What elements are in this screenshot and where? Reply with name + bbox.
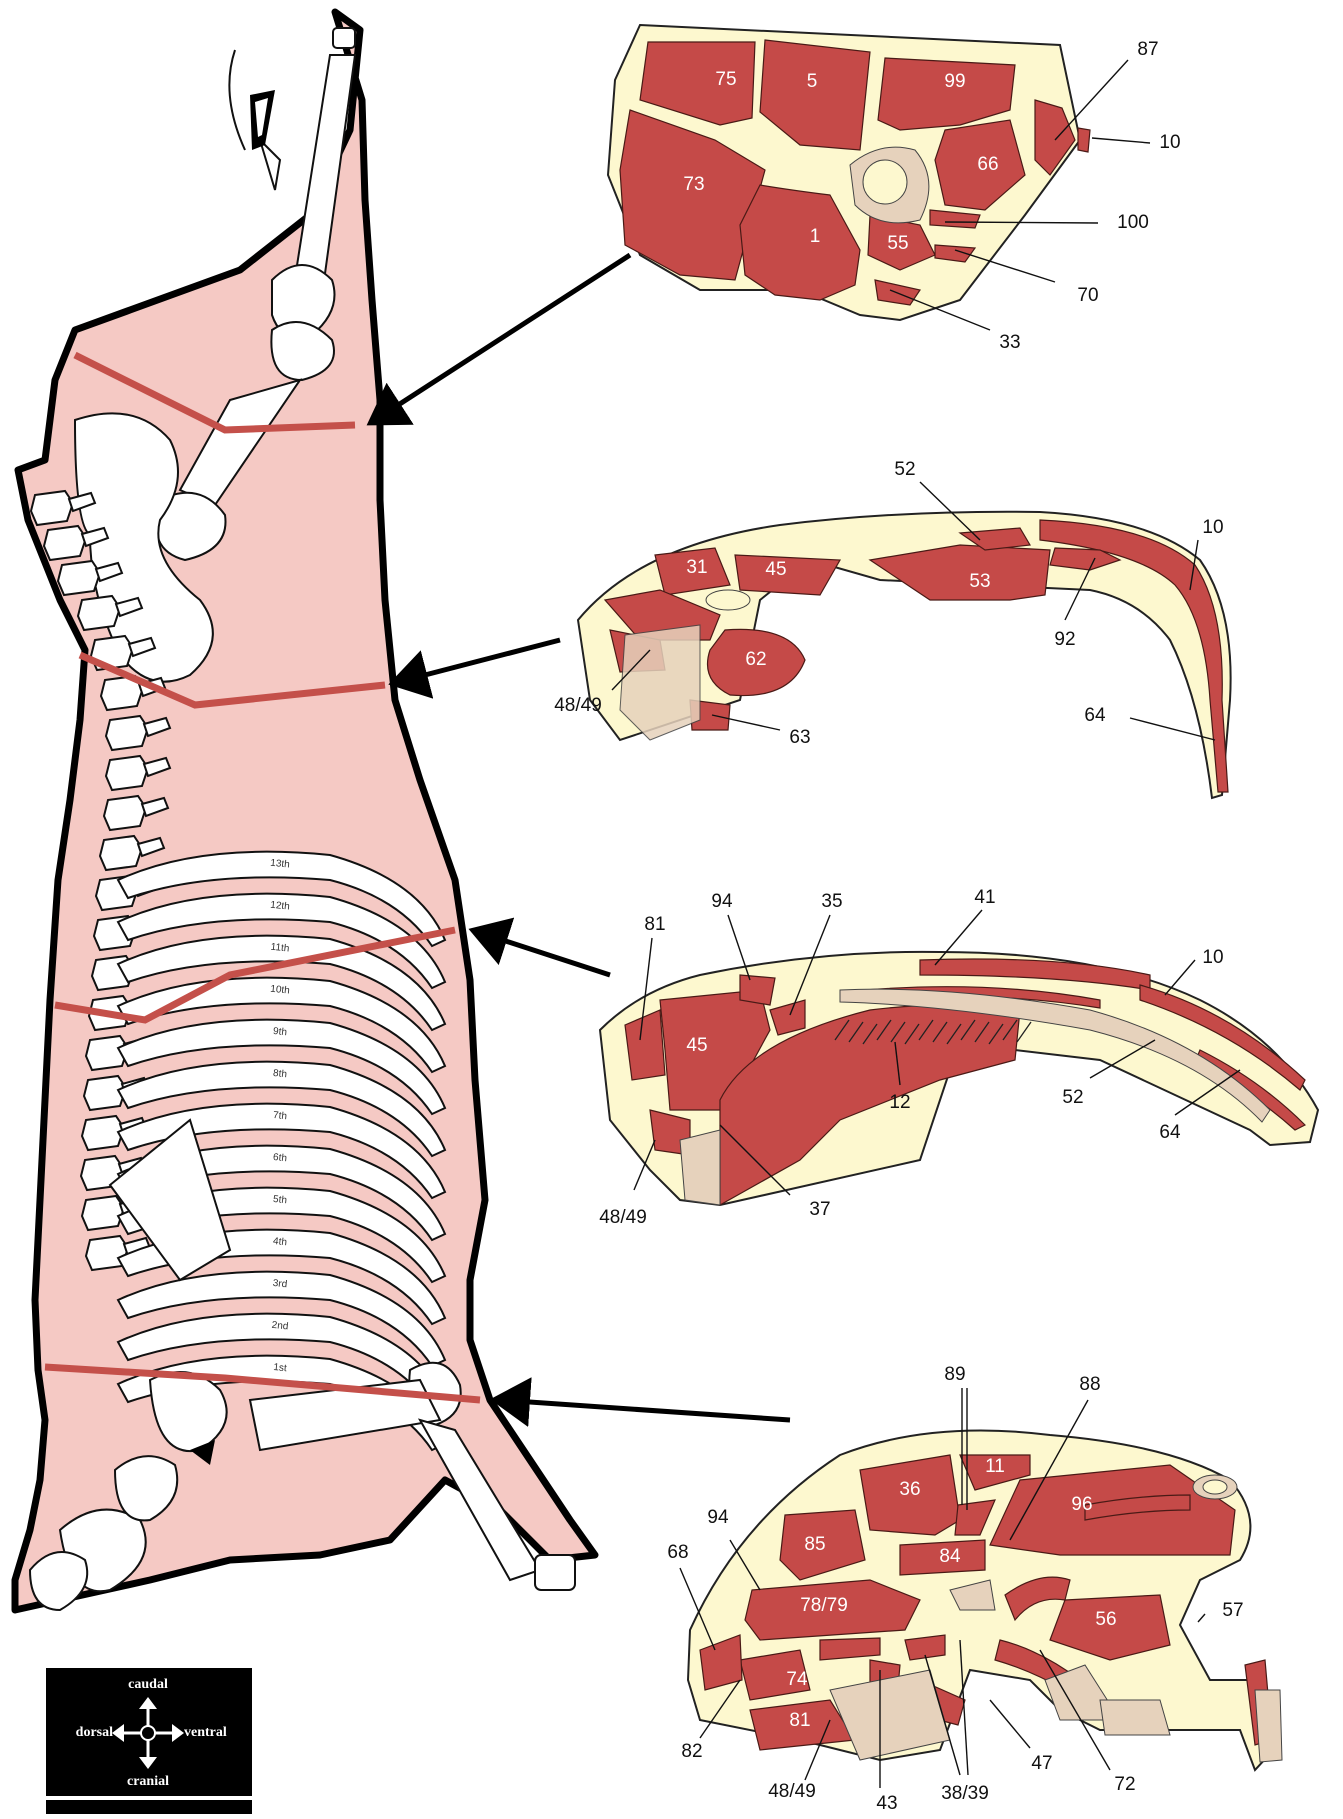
chuck-muscle-label: 84: [939, 1546, 961, 1567]
rib-callout-label: 12: [889, 1092, 910, 1113]
round-muscle-label: 66: [977, 154, 998, 175]
loin-muscle-label: 31: [686, 557, 707, 578]
chuck-callout-label: 82: [681, 1741, 702, 1762]
chuck-callout-label: 38/39: [941, 1783, 989, 1804]
chuck-cross-section: [688, 1431, 1282, 1771]
loin-callout-label: 63: [789, 727, 810, 748]
chuck-callout-label: 72: [1114, 1774, 1135, 1795]
chuck-callout-label: 88: [1079, 1374, 1100, 1395]
loin-callout-label: 64: [1084, 705, 1106, 726]
vertebra: [104, 796, 146, 830]
chuck-callout-label: 68: [667, 1542, 688, 1563]
legend-dorsal: dorsal: [76, 1725, 113, 1740]
chuck-muscle-label: 11: [985, 1456, 1005, 1477]
vertebra: [44, 526, 86, 560]
vertebra: [106, 756, 148, 790]
round-callout-label: 10: [1159, 132, 1180, 153]
loin-callout-label: 48/49: [554, 695, 602, 716]
round-cross-section: [608, 25, 1090, 320]
round-callout-label: 100: [1117, 212, 1149, 233]
rib-number-label: 10th: [270, 984, 291, 997]
vertebra: [58, 561, 100, 595]
chuck-callout-label: 43: [876, 1793, 897, 1814]
round-muscle-label: 73: [683, 174, 704, 195]
round-callout-label: 87: [1137, 39, 1158, 60]
chuck-callout-label: 47: [1031, 1753, 1052, 1774]
chuck-muscle-label: 78/79: [800, 1595, 848, 1616]
rib-callout-label: 10: [1202, 947, 1223, 968]
rib-number-label: 6th: [272, 1152, 287, 1164]
orientation-legend: caudal dorsal ventral cranial: [46, 1668, 252, 1814]
chuck-muscle-label: 36: [899, 1479, 920, 1500]
vertebra: [100, 836, 142, 870]
loin-muscle-label: 62: [745, 649, 766, 670]
round-muscle-label: 99: [944, 71, 965, 92]
rib-number-label: 7th: [272, 1110, 287, 1122]
round-callout-label: 70: [1077, 285, 1098, 306]
rib-callout-label: 52: [1062, 1087, 1083, 1108]
chuck-callout-label: 94: [707, 1507, 729, 1528]
rib-callout-label: 81: [644, 914, 665, 935]
rib-cross-section: [600, 952, 1318, 1205]
legend-cranial: cranial: [127, 1774, 169, 1789]
vertebra: [78, 596, 120, 630]
chuck-muscle-label: 74: [786, 1669, 808, 1690]
loin-callout-label: 10: [1202, 517, 1223, 538]
rib-number-label: 12th: [270, 900, 291, 913]
chuck-muscle-label: 85: [804, 1534, 825, 1555]
rib-number-label: 3rd: [272, 1278, 288, 1290]
rib-number-label: 5th: [272, 1194, 287, 1206]
rib-callout-label: 94: [711, 891, 733, 912]
rib-number-label: 1st: [273, 1362, 288, 1374]
loin-muscle-label: 45: [765, 559, 786, 580]
rib-number-label: 13th: [270, 858, 291, 871]
rib-muscle-label: 45: [686, 1035, 707, 1056]
rib-number-label: 9th: [272, 1026, 287, 1038]
vertebra: [82, 1196, 124, 1230]
round-callout-label: 33: [999, 332, 1020, 353]
rib-callout-label: 35: [821, 891, 842, 912]
loin-callout-label: 52: [894, 459, 915, 480]
round-muscle-label: 75: [715, 69, 736, 90]
rib-callout-label: 41: [974, 887, 995, 908]
vertebra: [31, 491, 73, 525]
legend-caudal: caudal: [128, 1677, 168, 1692]
loin-callout-label: 92: [1054, 629, 1075, 650]
arrow-to-rib: [478, 932, 610, 975]
round-muscle-label: 5: [807, 71, 818, 92]
rib-number-label: 4th: [272, 1236, 287, 1248]
rib-number-label: 2nd: [271, 1320, 289, 1333]
chuck-muscle-label: 81: [789, 1710, 810, 1731]
chuck-muscle-label: 56: [1095, 1609, 1116, 1630]
vertebra: [106, 716, 148, 750]
round-muscle-label: 55: [887, 233, 908, 254]
rib-callout-label: 37: [809, 1199, 830, 1220]
arrow-to-loin: [398, 640, 560, 682]
chuck-callout-label: 48/49: [768, 1781, 816, 1802]
rib-number-label: 11th: [270, 942, 290, 955]
chuck-callout-label: 57: [1222, 1600, 1243, 1621]
loin-cross-section: [578, 512, 1231, 798]
arrow-to-round: [375, 255, 630, 420]
legend-ventral: ventral: [184, 1725, 227, 1740]
round-muscle-label: 1: [810, 226, 821, 247]
rib-callout-label: 64: [1159, 1122, 1181, 1143]
chuck-muscle-label: 96: [1071, 1494, 1092, 1515]
rib-callout-label: 48/49: [599, 1207, 647, 1228]
chuck-callout-label: 89: [944, 1364, 965, 1385]
arrow-to-chuck: [500, 1400, 790, 1420]
rib-number-label: 8th: [272, 1068, 287, 1080]
loin-muscle-label: 53: [969, 571, 990, 592]
carcass-side: 13th 12th 11th 10th 9th 8th 7th 6th 5th 4th 3rd 2nd…: [15, 12, 595, 1610]
